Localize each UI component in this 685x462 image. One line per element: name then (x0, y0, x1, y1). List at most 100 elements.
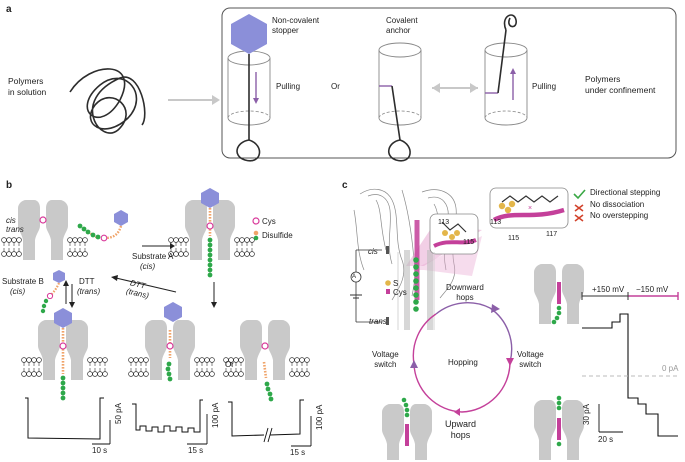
substrate-a-sub: (cis) (140, 262, 156, 271)
inset-113-115-117 (489, 187, 569, 229)
voltage-minus-label: −150 mV (636, 285, 669, 294)
confinement-line2: under confinement (585, 85, 656, 95)
confinement-line1: Polymers (585, 74, 621, 84)
arrowhead-right (470, 83, 478, 93)
cis-marker (386, 246, 389, 254)
residue-115-b: 115 (508, 235, 520, 242)
sulfur-atom (442, 230, 448, 236)
polymer-head-coil (503, 14, 517, 31)
hopping-current-trace (582, 313, 678, 437)
cylinder-bottom (378, 110, 422, 119)
no-overstepping-label: No overstepping (590, 211, 649, 220)
polymers-in-solution-label: Polymers in solution (8, 76, 46, 98)
sulfur-atom (508, 200, 516, 208)
upward-line1: Upward (445, 419, 477, 429)
legend-disulfide-swatch-green (253, 235, 259, 241)
hopping-label: Hopping (448, 358, 478, 367)
trace1-x-scale-label: 10 s (92, 446, 108, 455)
threaded-green-bead (413, 278, 419, 284)
stopper-line1: Non-covalent (272, 16, 320, 25)
arrowhead-down-right (211, 302, 217, 308)
panel-b-drawing (1, 188, 312, 447)
trace3-break-mark (263, 427, 273, 443)
noncovalent-stopper-hexagon (231, 14, 267, 54)
legend-s-label: S (393, 279, 399, 288)
check-icon (573, 189, 586, 200)
ammeter-symbol (350, 271, 362, 283)
panel-c-drawing: × (350, 187, 679, 460)
pore-substrate-b (21, 308, 108, 401)
arrowhead-up (63, 280, 69, 286)
directional-stepping-label: Directional stepping (590, 188, 661, 197)
panel-c-label: c (342, 180, 348, 191)
threaded-green-bead (413, 264, 419, 270)
voltage-switch-right-label: Voltage switch (517, 350, 544, 370)
dtt-label-1: DTT (79, 277, 95, 286)
arrowhead-left (432, 83, 440, 93)
sulfur-atom (454, 230, 460, 236)
scale-y-label: 30 pA (582, 404, 591, 425)
cylinder-bottom (378, 117, 422, 126)
cylinder-top-3 (484, 42, 528, 58)
threaded-green-bead (413, 306, 419, 312)
polymers-under-confinement-label: Polymers under confinement (585, 74, 655, 96)
scale-x-label: 20 s (598, 435, 614, 444)
polymer-tail-coil (388, 139, 411, 162)
arrowhead-down (69, 302, 75, 308)
trace3-y-scale-label: 100 pA (315, 404, 324, 430)
cross-icon (574, 204, 584, 212)
tangled-polymer-coil (69, 68, 146, 134)
trace3-x-scale-label: 15 s (290, 448, 306, 457)
residue-113-a: 113 (438, 219, 450, 226)
trace1-y-scale-label: 50 pA (114, 403, 123, 424)
substrate-a-free (77, 210, 128, 242)
hopping-cycle-purple (435, 302, 513, 363)
substrate-b-free (40, 270, 65, 314)
covalent-anchor-label: Covalent anchor (386, 16, 418, 36)
inset1-chain (441, 221, 467, 233)
cylinder-bottom (484, 110, 528, 119)
polymers-in-solution-line2: in solution (8, 87, 47, 97)
arrowhead-dtt-diagonal (111, 275, 118, 281)
inset2-marker: × (528, 205, 532, 212)
sulfur-atom (449, 234, 455, 240)
trans-label-c: trans (369, 317, 387, 326)
downward-line2: hops (456, 293, 474, 302)
arrow-dtt-diagonal (115, 277, 177, 293)
pulling-label-1: Pulling (276, 82, 301, 91)
or-label-b: Or (225, 360, 234, 369)
polymer-tail-coil (236, 139, 261, 162)
residue-117: 117 (546, 231, 558, 238)
inset1-strand (433, 238, 477, 248)
legend-cys-label: Cys (262, 217, 276, 226)
upward-line2: hops (450, 430, 471, 440)
threaded-green-bead (413, 285, 419, 291)
inset2-strand (492, 207, 565, 223)
trans-marker (386, 317, 389, 325)
cis-label-b: cis (6, 216, 16, 225)
legend-cys-swatch (386, 289, 390, 294)
threaded-green-bead (413, 257, 419, 263)
panel-b-label: b (6, 180, 13, 191)
cylinder-bottom (484, 117, 528, 126)
vs-right-line2: switch (519, 360, 542, 369)
downward-hops-label: Downward hops (446, 283, 484, 303)
zero-pa-label: 0 pA (662, 364, 679, 373)
voltage-plus-label: +150 mV (592, 285, 625, 294)
voltage-switch-left-label: Voltage switch (372, 350, 399, 370)
pulling-arrowhead-down (253, 98, 259, 104)
pore-wall (397, 252, 435, 330)
polymer-strand (497, 29, 507, 94)
transition-arrowhead (212, 95, 220, 105)
current-trace-1 (25, 397, 104, 440)
pore-empty (1, 200, 88, 260)
panel-a-drawing (69, 7, 677, 162)
inset2-chain (501, 195, 559, 203)
stopper-line2: stopper (272, 26, 299, 35)
pore-stopper-released (128, 302, 215, 382)
sulfur-atom (504, 206, 512, 214)
current-trace-2 (132, 399, 203, 433)
vs-right-line1: Voltage (517, 350, 544, 359)
threaded-green-bead (413, 299, 419, 305)
substrate-b-sub: (cis) (10, 287, 26, 296)
